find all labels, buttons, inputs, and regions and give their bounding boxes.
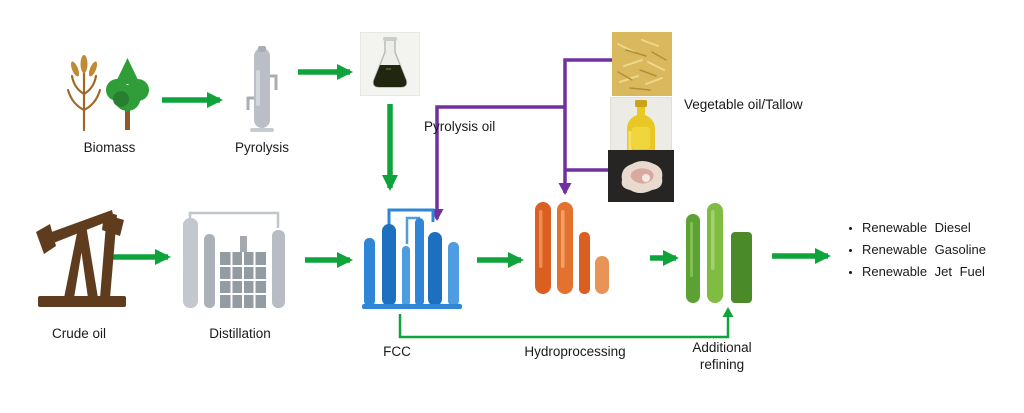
fcc-label: FCC [383,344,411,359]
biomass-plant-and-tree-icon [66,55,149,132]
pyrolysis-reactor-icon [246,46,278,132]
biomass-label: Biomass [83,140,136,155]
connector-vegoil-to-fcc [430,105,565,221]
product-renewable-gasoline: Renewable Gasoline [862,242,1024,257]
pyrolysis-oil-label: Pyrolysis oil [424,119,496,134]
additional-refining-columns-icon [686,203,752,303]
product-renewable-diesel: Renewable Diesel [862,220,1024,235]
connector-vegoil-to-hydroprocessing [558,58,612,195]
hydroprocessing-columns-icon [535,202,609,294]
distillation-label: Distillation [209,326,271,341]
bypass-fcc-to-refining [398,307,734,339]
pyrolysis-oil-flask-photo [360,32,420,96]
pyrolysis-label: Pyrolysis [234,140,289,155]
vegetable-oil-tallow-label: Vegetable oil/Tallow [684,97,803,112]
tallow-photo [608,150,674,202]
renewable-products-list: Renewable Diesel Renewable Gasoline Rene… [846,220,1024,286]
crude-oil-pump-jack-icon [36,210,126,307]
hydroprocessing-label: Hydroprocessing [524,344,626,359]
product-renewable-jet-fuel: Renewable Jet Fuel [862,264,1024,279]
distillation-refinery-icon [183,211,285,308]
fcc-unit-icon [362,208,462,309]
additional-refining-label: Additional refining [692,340,752,372]
crude-oil-label: Crude oil [51,326,107,341]
straw-photo [612,32,672,96]
